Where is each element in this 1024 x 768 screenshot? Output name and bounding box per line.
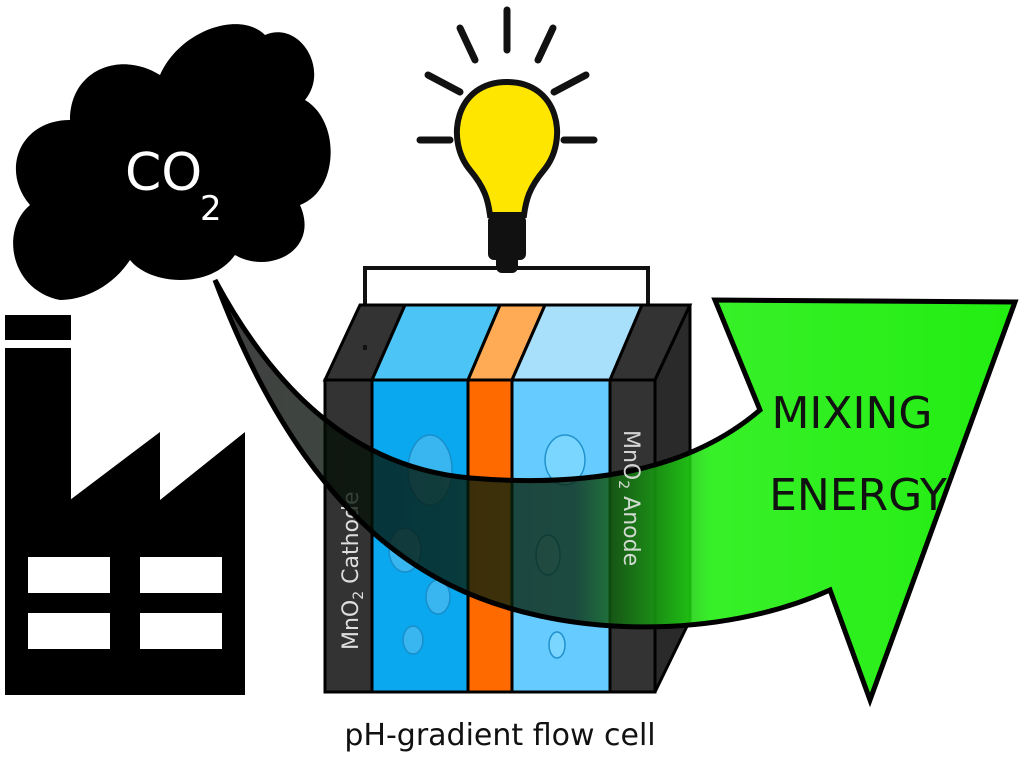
energy-label: ENERGY — [769, 470, 947, 521]
co2-label: CO — [125, 143, 202, 203]
cell-caption: pH-gradient flow cell — [344, 718, 655, 753]
factory-icon — [5, 315, 245, 695]
mixing-energy-arrow: MIXING ENERGY — [212, 278, 1019, 708]
co2-cloud: CO 2 — [13, 24, 331, 301]
anode-label: MnO2 Anode — [615, 430, 643, 566]
mixing-label: MIXING — [771, 388, 932, 439]
co2-subscript: 2 — [200, 189, 222, 229]
light-bulb-icon — [416, 6, 598, 273]
